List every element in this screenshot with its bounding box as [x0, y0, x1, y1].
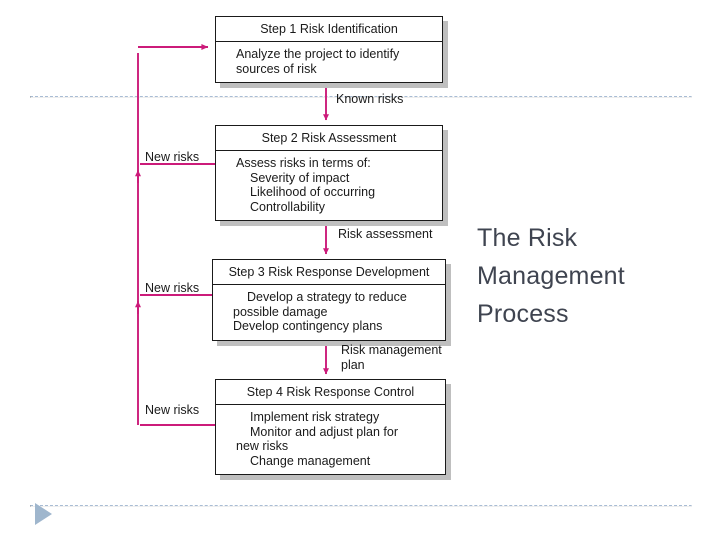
process-box-step2-header: Step 2 Risk Assessment: [216, 126, 442, 151]
process-box-step1-line-2: sources of risk: [236, 61, 317, 76]
flow-label-risk-assessment: Risk assessment: [338, 227, 433, 241]
slide-title: The Risk Management Process: [477, 219, 702, 333]
process-box-step4-body: Implement risk strategy Monitor and adju…: [216, 405, 445, 474]
process-box-step2-body: Assess risks in terms of: Severity of im…: [216, 151, 442, 220]
process-box-step2-line-4: Controllability: [250, 199, 326, 214]
feedback-label-new-risks-1: New risks: [145, 150, 200, 164]
slide-title-line-1: The Risk: [477, 224, 578, 252]
process-box-step4-header: Step 4 Risk Response Control: [216, 380, 445, 405]
process-box-step2-line-2: Severity of impact: [250, 170, 350, 185]
process-box-step3[interactable]: Step 3 Risk Response Development Develop…: [212, 259, 446, 341]
process-box-step2[interactable]: Step 2 Risk Assessment Assess risks in t…: [215, 125, 443, 221]
feedback-label-new-risks-2: New risks: [145, 281, 200, 295]
process-box-step4-line-1: Implement risk strategy: [250, 410, 380, 424]
flow-label-known-risks: Known risks: [336, 92, 404, 106]
feedback-label-new-risks-3: New risks: [145, 403, 200, 417]
process-box-step3-header: Step 3 Risk Response Development: [213, 260, 445, 285]
process-box-step4-line-4: Change management: [250, 453, 371, 468]
process-box-step1-header: Step 1 Risk Identification: [216, 17, 442, 42]
process-box-step1[interactable]: Step 1 Risk Identification Analyze the p…: [215, 16, 443, 83]
process-box-step4-line-2: Monitor and adjust plan for: [250, 424, 399, 439]
process-box-step2-line-3: Likelihood of occurring: [250, 185, 376, 199]
decorative-dashed-rule-bottom: [30, 505, 692, 507]
process-box-step1-line-1: Analyze the project to identify: [236, 47, 400, 61]
slide-title-line-3: Process: [477, 300, 569, 328]
slide-title-line-2: Management: [477, 262, 625, 290]
process-box-step3-line-2: possible damage: [233, 304, 328, 319]
flow-label-risk-management-plan: Risk management plan: [341, 343, 442, 372]
process-box-step3-line-1: Develop a strategy to reduce: [247, 290, 407, 304]
process-box-step4-line-3: new risks: [236, 439, 289, 453]
play-triangle-icon: [35, 503, 52, 525]
process-box-step3-body: Develop a strategy to reduce possible da…: [213, 285, 445, 340]
process-box-step2-line-1: Assess risks in terms of:: [236, 156, 371, 170]
process-box-step4[interactable]: Step 4 Risk Response Control Implement r…: [215, 379, 446, 475]
process-box-step3-line-3: Develop contingency plans: [233, 319, 383, 333]
decorative-dashed-rule-top: [30, 96, 692, 98]
process-box-step1-body: Analyze the project to identify sources …: [216, 42, 442, 82]
